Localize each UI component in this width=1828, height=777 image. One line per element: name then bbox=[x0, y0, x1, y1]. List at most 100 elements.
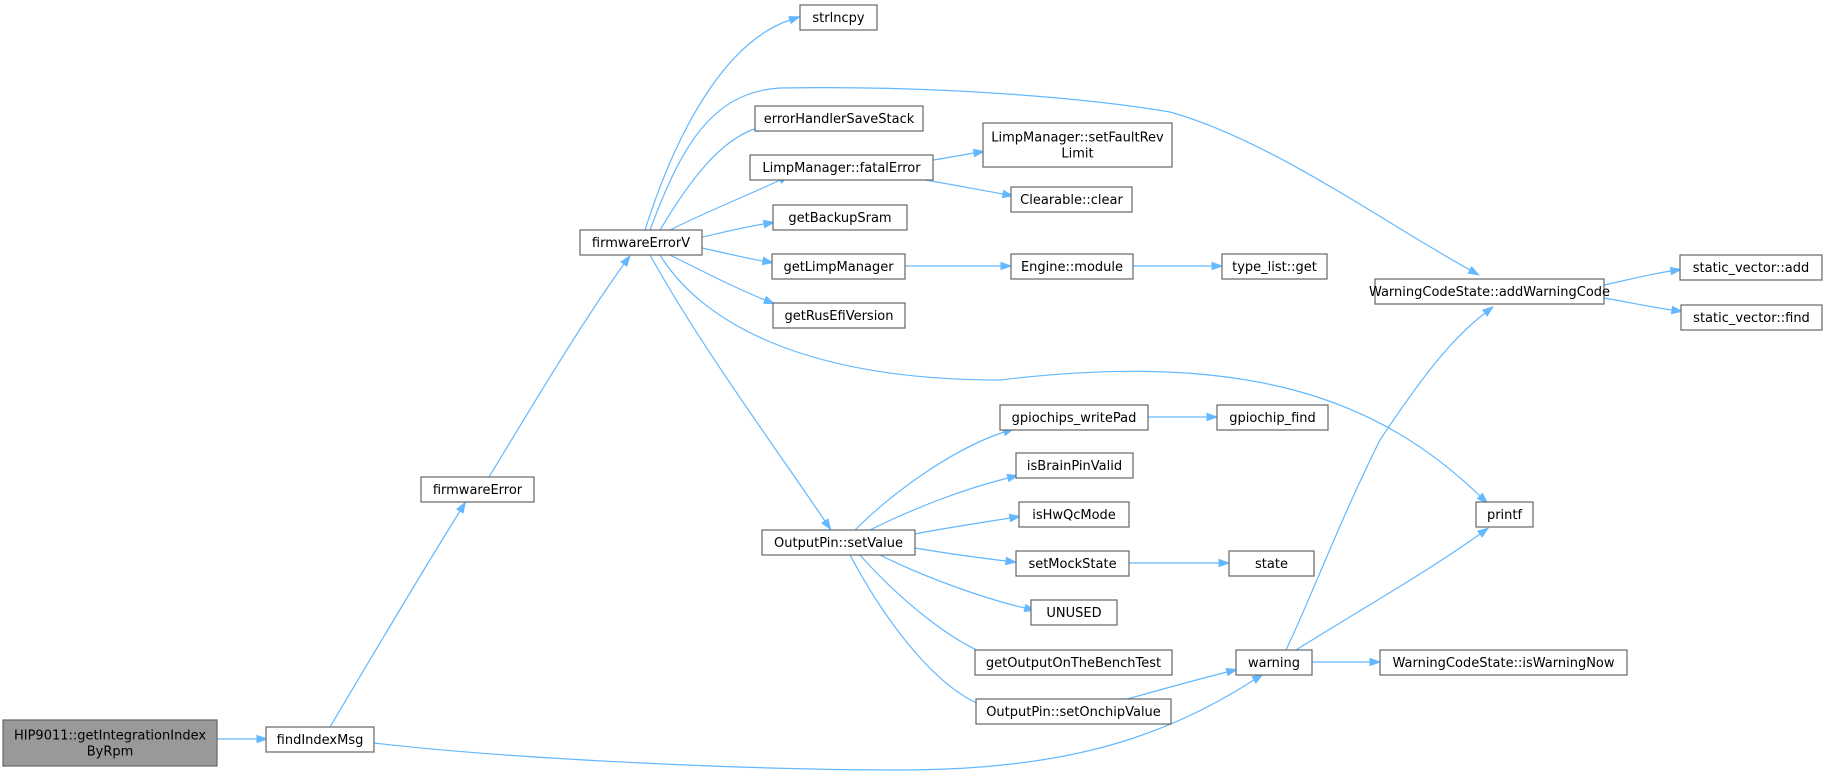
node-printf[interactable]: printf bbox=[1475, 501, 1534, 528]
edge-arrowhead bbox=[1476, 492, 1489, 504]
node-is-warning-now[interactable]: WarningCodeState::isWarningNow bbox=[1379, 649, 1628, 676]
edge-firmware-error-v-to-get-limp-manager bbox=[701, 247, 775, 266]
node-box bbox=[1679, 254, 1823, 281]
edge-arrowhead bbox=[1669, 266, 1683, 276]
node-box bbox=[1015, 550, 1130, 577]
edge-line bbox=[701, 247, 764, 262]
node-gpiochips-write-pad[interactable]: gpiochips_writePad bbox=[999, 404, 1149, 431]
edge-output-pin-set-value-to-set-onchip-value bbox=[849, 554, 995, 710]
edge-line bbox=[854, 431, 1005, 531]
node-warning[interactable]: warning bbox=[1235, 649, 1313, 676]
node-label: Clearable::clear bbox=[1020, 193, 1123, 208]
node-label: Limit bbox=[1061, 147, 1093, 162]
edge-find-index-msg-to-warning bbox=[373, 673, 1264, 771]
edge-engine-module-to-type-list-get bbox=[1133, 261, 1224, 271]
edge-firmware-error-v-to-printf bbox=[659, 254, 1489, 504]
edge-arrowhead bbox=[256, 734, 269, 744]
edge-line bbox=[1295, 533, 1481, 651]
node-box bbox=[1015, 452, 1134, 479]
edge-line bbox=[1603, 270, 1672, 286]
node-get-backup-sram[interactable]: getBackupSram bbox=[772, 204, 908, 231]
edge-firmware-error-v-to-get-rus-efi-version bbox=[669, 254, 776, 305]
node-label: ByRpm bbox=[87, 745, 134, 760]
node-box bbox=[772, 204, 908, 231]
node-is-hw-qc-mode[interactable]: isHwQcMode bbox=[1018, 501, 1130, 528]
node-firmware-error[interactable]: firmwareError bbox=[420, 476, 535, 503]
node-box bbox=[1475, 501, 1534, 528]
edge-arrowhead bbox=[1481, 306, 1495, 317]
node-box bbox=[1680, 304, 1823, 331]
node-label: static_vector::find bbox=[1693, 311, 1810, 326]
node-is-brain-pin-valid[interactable]: isBrainPinValid bbox=[1015, 452, 1134, 479]
edge-line bbox=[914, 547, 1007, 562]
node-engine-module[interactable]: Engine::module bbox=[1010, 253, 1134, 280]
node-get-output-on-the-bench-test[interactable]: getOutputOnTheBenchTest bbox=[974, 649, 1173, 676]
node-label: LimpManager::fatalError bbox=[762, 161, 921, 176]
node-label: setMockState bbox=[1028, 557, 1116, 572]
node-label: findIndexMsg bbox=[277, 733, 364, 748]
edge-firmware-error-v-to-add-warning-code bbox=[649, 87, 1481, 276]
edge-arrowhead bbox=[788, 16, 801, 25]
edge-output-pin-set-value-to-is-hw-qc-mode bbox=[914, 513, 1022, 535]
edge-line bbox=[644, 19, 791, 231]
edge-line bbox=[373, 679, 1255, 771]
node-label: gpiochip_find bbox=[1229, 411, 1316, 426]
edge-arrowhead bbox=[1001, 189, 1015, 199]
node-box bbox=[1235, 649, 1313, 676]
node-box bbox=[420, 476, 535, 503]
edge-arrowhead bbox=[1211, 261, 1224, 271]
edge-firmware-error-v-to-get-backup-sram bbox=[701, 219, 776, 238]
node-box bbox=[1030, 599, 1118, 626]
node-static-vector-add[interactable]: static_vector::add bbox=[1679, 254, 1823, 281]
edge-line bbox=[924, 179, 1004, 195]
node-box bbox=[772, 302, 906, 329]
node-get-limp-manager[interactable]: getLimpManager bbox=[771, 253, 906, 280]
node-set-onchip-value[interactable]: OutputPin::setOnchipValue bbox=[975, 698, 1172, 725]
node-strlncpy[interactable]: strlncpy bbox=[799, 4, 878, 31]
node-add-warning-code[interactable]: WarningCodeState::addWarningCode bbox=[1369, 278, 1610, 305]
edge-firmware-error-to-firmware-error-v bbox=[488, 254, 631, 478]
node-gpiochip-find[interactable]: gpiochip_find bbox=[1216, 404, 1329, 431]
node-label: firmwareErrorV bbox=[592, 236, 690, 251]
node-limp-fatal-error[interactable]: LimpManager::fatalError bbox=[749, 154, 934, 181]
node-box bbox=[579, 229, 703, 256]
node-box bbox=[754, 105, 924, 132]
node-firmware-error-v[interactable]: firmwareErrorV bbox=[579, 229, 703, 256]
edge-limp-fatal-error-to-clearable-clear bbox=[924, 179, 1015, 199]
node-box bbox=[1010, 253, 1134, 280]
edge-output-pin-set-value-to-set-mock-state bbox=[914, 547, 1018, 566]
edge-set-onchip-value-to-warning bbox=[1126, 667, 1239, 700]
node-box bbox=[2, 719, 218, 767]
edge-line bbox=[1285, 312, 1486, 651]
node-label: LimpManager::setFaultRev bbox=[991, 131, 1164, 146]
node-label: getBackupSram bbox=[788, 211, 891, 226]
node-label: isBrainPinValid bbox=[1027, 459, 1122, 474]
edge-arrowhead bbox=[1000, 261, 1013, 271]
edge-arrowhead bbox=[1206, 412, 1219, 422]
edge-arrowhead bbox=[821, 518, 832, 531]
node-unused[interactable]: UNUSED bbox=[1030, 599, 1118, 626]
node-find-index-msg[interactable]: findIndexMsg bbox=[265, 726, 375, 753]
node-box bbox=[771, 253, 906, 280]
node-type-list-get[interactable]: type_list::get bbox=[1221, 253, 1328, 280]
edge-line bbox=[849, 554, 985, 707]
node-get-rus-efi-version[interactable]: getRusEfiVersion bbox=[772, 302, 906, 329]
edge-warning-to-is-warning-now bbox=[1312, 657, 1382, 667]
node-label: WarningCodeState::isWarningNow bbox=[1392, 656, 1614, 671]
node-output-pin-set-value[interactable]: OutputPin::setValue bbox=[761, 529, 916, 556]
node-label: Engine::module bbox=[1021, 260, 1123, 275]
node-set-mock-state[interactable]: setMockState bbox=[1015, 550, 1130, 577]
node-error-handler-save-stack[interactable]: errorHandlerSaveStack bbox=[754, 105, 924, 132]
node-state[interactable]: state bbox=[1228, 550, 1315, 577]
node-box bbox=[799, 4, 878, 31]
edge-arrowhead bbox=[1218, 558, 1231, 568]
node-box bbox=[761, 529, 916, 556]
node-box bbox=[1228, 550, 1315, 577]
node-static-vector-find[interactable]: static_vector::find bbox=[1680, 304, 1823, 331]
node-clearable-clear[interactable]: Clearable::clear bbox=[1010, 186, 1133, 213]
node-box bbox=[1221, 253, 1328, 280]
edge-line bbox=[701, 223, 765, 238]
